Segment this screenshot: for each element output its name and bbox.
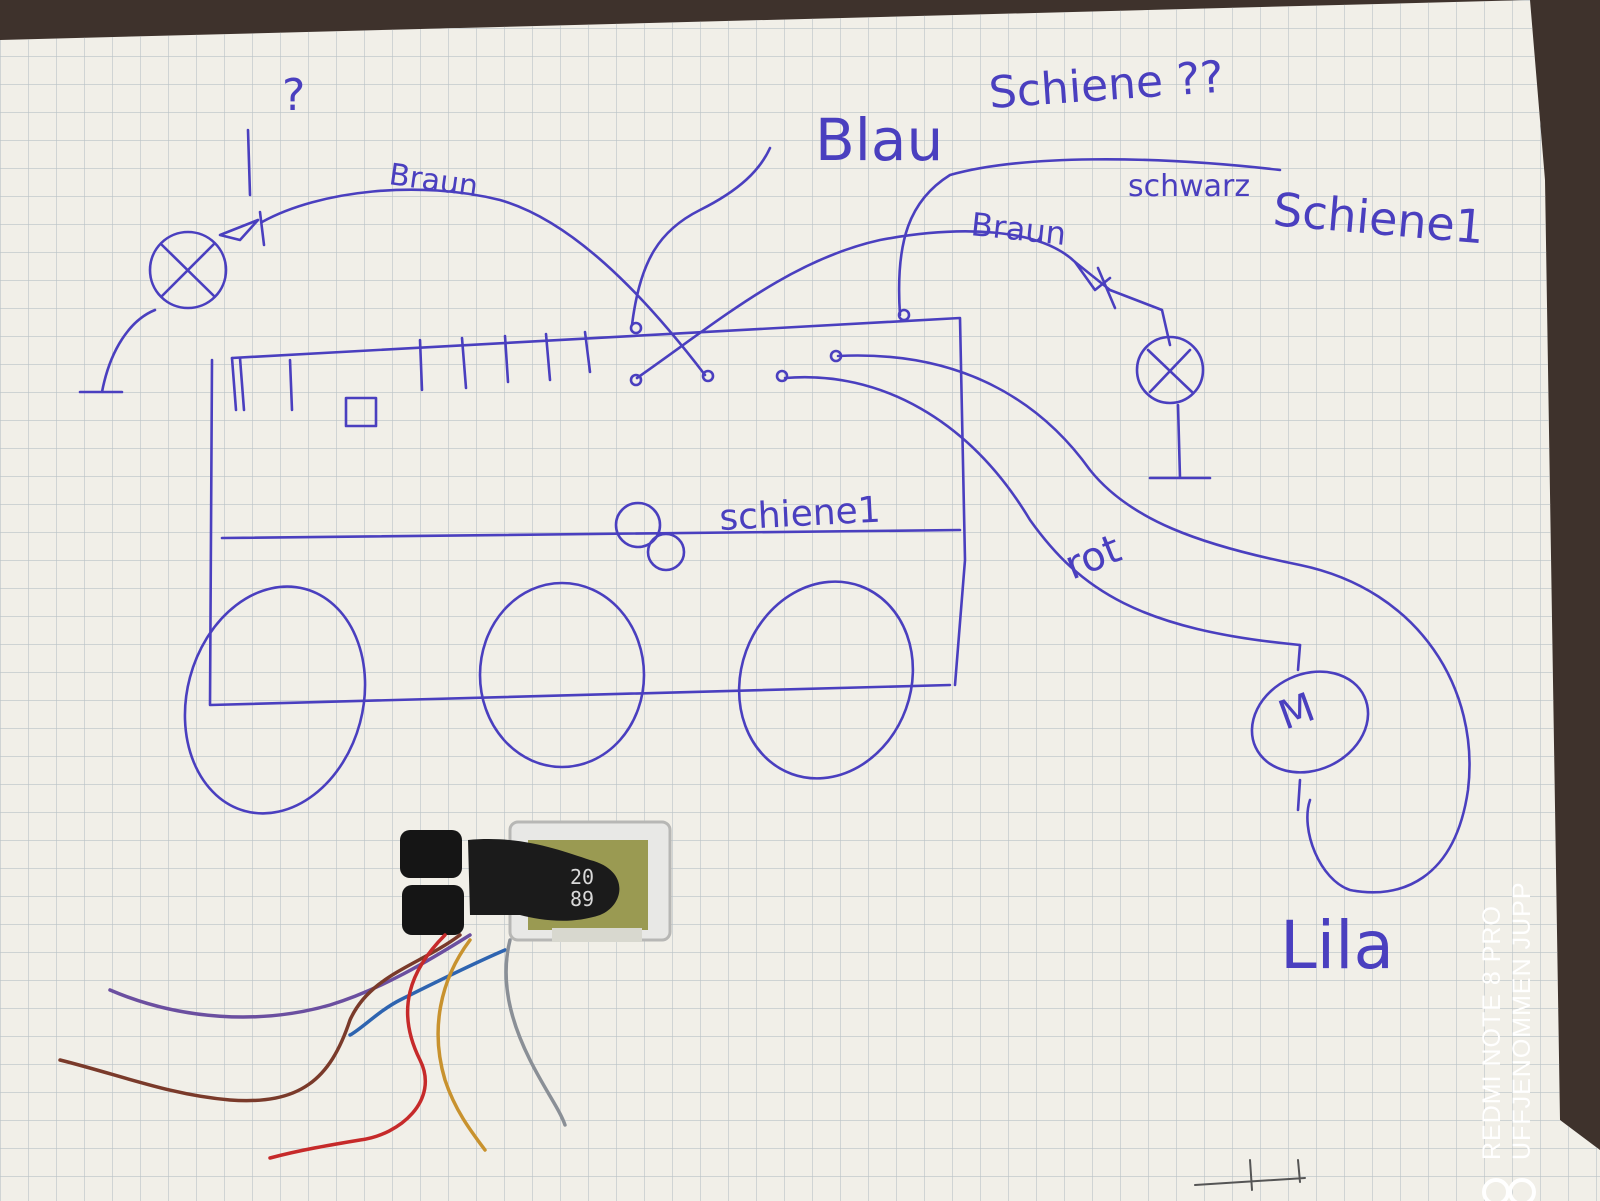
wire-grey — [504, 938, 567, 1127]
braun-wire-right — [635, 230, 1172, 380]
wheel-3 — [737, 580, 915, 780]
lamp-symbol-left — [148, 230, 228, 310]
decoder-wires — [58, 933, 567, 1160]
schwarz-label: schwarz — [1128, 169, 1250, 204]
chip-text-2: 89 — [570, 887, 594, 911]
diode-left — [218, 210, 266, 247]
wire-blue — [348, 948, 507, 1037]
wire-orange — [436, 938, 487, 1152]
decoder-chip — [468, 839, 620, 921]
wheel-1 — [183, 585, 367, 815]
ink-drawing — [78, 128, 1471, 1191]
capacitor-1 — [400, 830, 462, 878]
blau-label: Blau — [815, 106, 943, 174]
decoder-pads — [552, 928, 642, 942]
braun-wire-left — [260, 188, 707, 377]
decoder-module: 20 89 — [400, 820, 672, 942]
ground-symbol-left — [78, 308, 157, 394]
pin-row — [230, 330, 592, 412]
wheel-2 — [478, 581, 646, 769]
wire-purple — [108, 933, 472, 1019]
question-label: ? — [282, 70, 305, 121]
camera-watermark: REDMI NOTE 8 PRO UFFJENOMMEN JUPP — [1478, 740, 1558, 1201]
lila-wire — [836, 354, 1471, 894]
ground-symbol-right — [1148, 403, 1212, 480]
rot-wire — [783, 375, 1302, 647]
lila-label: Lila — [1280, 907, 1394, 984]
watermark-device: REDMI NOTE 8 PRO — [1478, 905, 1506, 1160]
blau-wire — [630, 146, 772, 327]
watermark-logo-icon — [1482, 1178, 1536, 1201]
wire-brown — [58, 933, 462, 1103]
chassis-line — [220, 528, 962, 540]
motor-symbol — [1250, 670, 1370, 774]
wire-red — [268, 933, 447, 1160]
schiene1-label-mid: schiene1 — [718, 490, 881, 539]
schwarz-wire — [897, 158, 1282, 317]
capacitor-2 — [402, 885, 464, 935]
chip-text-1: 20 — [570, 865, 594, 889]
lamp-symbol-right — [1135, 335, 1205, 405]
watermark-credit: UFFJENOMMEN JUPP — [1508, 881, 1536, 1161]
